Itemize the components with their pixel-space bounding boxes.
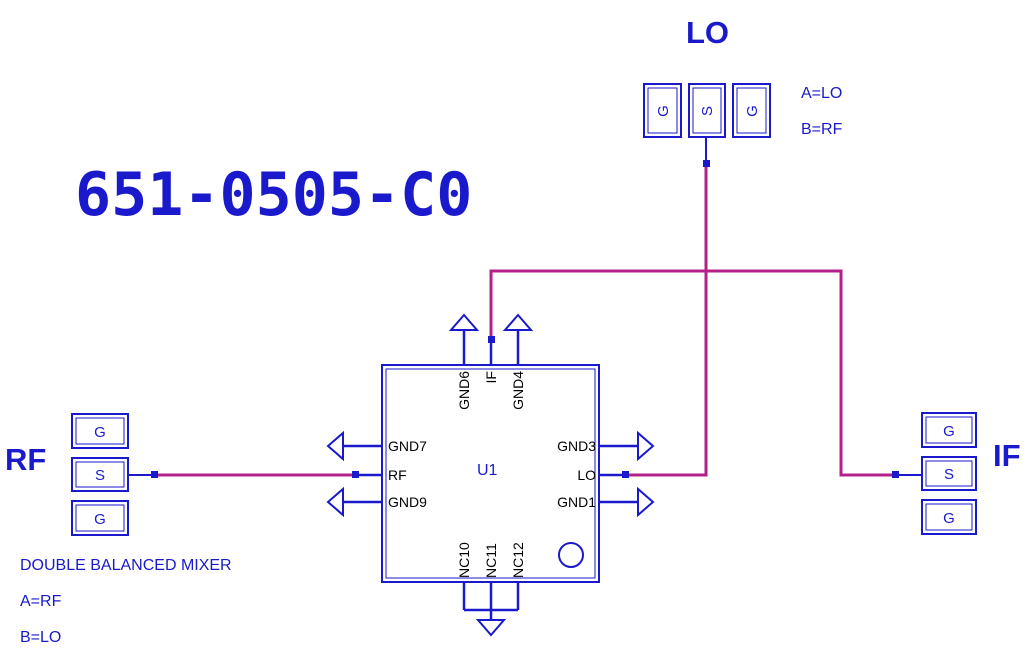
part-number-title: 651-0505-C0 (75, 160, 472, 230)
ground-symbol-gnd4 (502, 313, 534, 331)
wire-lo (626, 163, 708, 477)
description-note-b: B=LO (20, 629, 61, 646)
description-note-a: A=RF (20, 593, 62, 610)
lo-pad-g2 (732, 83, 771, 138)
rf-pad-label-1: G (94, 424, 106, 441)
junction-rf-pin (352, 471, 359, 478)
pin-label-nc10: NC10 (456, 542, 472, 578)
lo-note-a: A=LO (801, 85, 842, 102)
if-pad-s (921, 456, 977, 491)
component-ref: U1 (477, 462, 498, 479)
pin-label-if: IF (483, 371, 499, 383)
if-pad-label-3: G (943, 510, 955, 527)
if-port: IF G S G (895, 412, 1021, 535)
pin-label-lo: LO (577, 467, 596, 483)
rf-pad-g2 (71, 500, 129, 536)
pin-label-gnd7: GND7 (388, 438, 427, 454)
rf-port-title: RF (5, 442, 46, 477)
lo-pad-label-1: G (655, 105, 672, 117)
component-u1: U1 GND6 I (326, 313, 655, 637)
wire-if (489, 269, 895, 477)
lo-pad-label-3: G (744, 105, 761, 117)
if-pad-g1 (921, 412, 977, 448)
pin1-marker (558, 542, 584, 568)
description-block: DOUBLE BALANCED MIXER A=RF B=LO (20, 557, 232, 646)
pin-label-gnd4: GND4 (510, 371, 526, 410)
lo-port: LO G S G A=LO B=RF (643, 15, 843, 163)
rf-pad-label-3: G (94, 511, 106, 528)
pin-label-gnd6: GND6 (456, 371, 472, 410)
lo-pad-g1 (643, 83, 682, 138)
rf-pad-g1 (71, 413, 129, 449)
wires (155, 163, 895, 477)
pin-label-nc11: NC11 (483, 543, 499, 578)
ground-symbol-gnd3 (637, 430, 655, 462)
pin-label-gnd9: GND9 (388, 494, 427, 510)
lo-port-title: LO (686, 15, 729, 50)
ground-symbol-gnd6 (448, 313, 480, 331)
ground-symbol-nc (475, 619, 507, 637)
lo-note-b: B=RF (801, 121, 843, 138)
junction-lo-port (703, 160, 710, 167)
ground-symbol-gnd7 (326, 430, 344, 462)
junction-if-pin (488, 336, 495, 343)
pin-label-nc12: NC12 (510, 542, 526, 578)
lo-pad-label-2: S (699, 106, 716, 116)
if-pad-label-1: G (943, 423, 955, 440)
rf-port: RF G S G (5, 413, 155, 536)
description-title: DOUBLE BALANCED MIXER (20, 557, 232, 574)
if-port-title: IF (993, 438, 1021, 473)
pin-label-gnd1: GND1 (557, 494, 596, 510)
rf-pad-label-2: S (95, 467, 105, 484)
if-pad-label-2: S (944, 466, 954, 483)
pin-label-gnd3: GND3 (557, 438, 596, 454)
if-pad-g2 (921, 499, 977, 535)
ground-symbol-gnd9 (326, 486, 344, 518)
ground-symbol-gnd1 (637, 486, 655, 518)
pin-label-rf: RF (388, 467, 407, 483)
